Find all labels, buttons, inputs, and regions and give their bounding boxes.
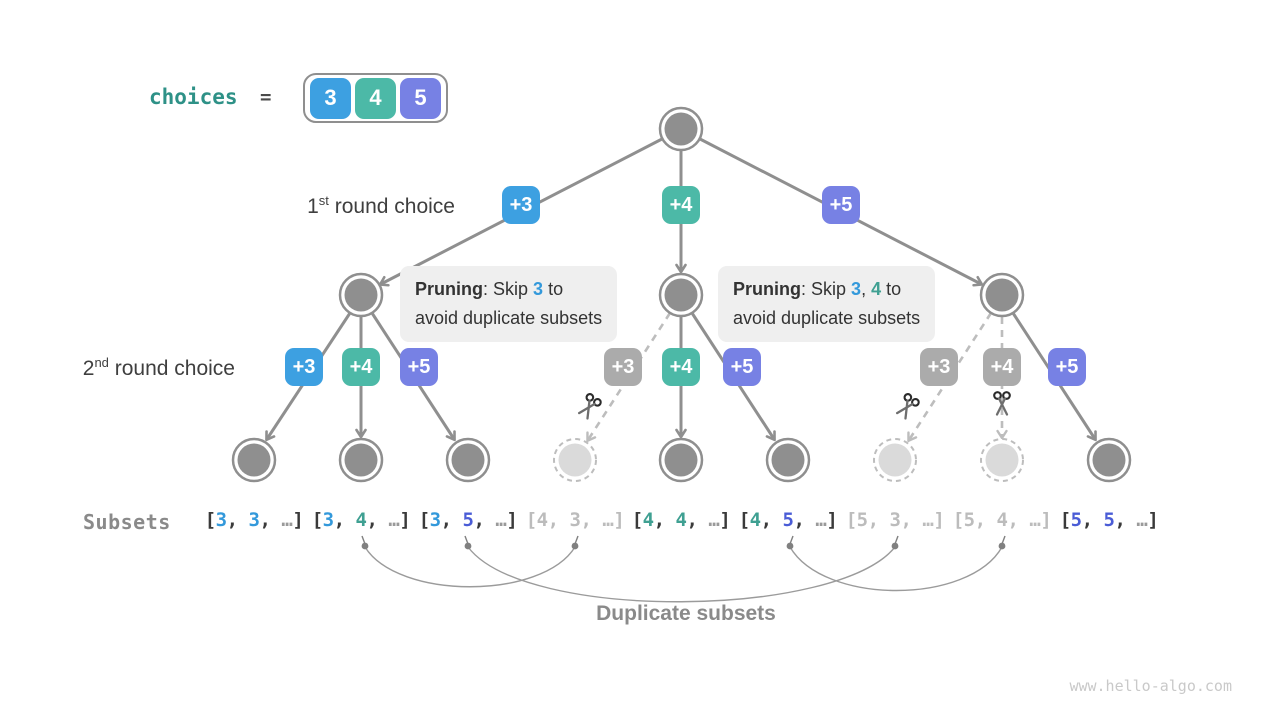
pruning-note-right: Pruning: Skip 3, 4 to avoid duplicate su… [718,266,936,342]
edge-badge-plus4: +4 [662,348,700,386]
edge-badge-plus3: +3 [502,186,540,224]
subset-4-4: [4, 4, …] [631,509,731,531]
subset-3-3: [3, 3, …] [204,509,304,531]
choices-array-box: 3 4 5 [303,73,448,123]
second-round-ordinal: nd [94,355,109,370]
edge-badge-plus5: +5 [723,348,761,386]
subset-3-4: [3, 4, …] [311,509,411,531]
skipped-number-3: 3 [533,279,544,299]
watermark-url: www.hello-algo.com [1069,677,1232,695]
edge-badge-plus5: +5 [400,348,438,386]
choice-chip-5: 5 [400,77,441,119]
subsets-heading: Subsets [83,510,171,534]
duplicate-subsets-caption: Duplicate subsets [596,602,776,625]
choice-chip-3: 3 [310,77,351,119]
scissors-icons [575,391,1011,422]
subset-5-4-pruned: [5, 4, …] [952,509,1052,531]
pruned-edges [586,312,1008,443]
pruning-note-line1: Pruning: Skip 3 to [415,279,564,299]
choice-chip-4: 4 [355,77,396,119]
choices-variable-label: choices [149,85,238,109]
skipped-number-4: 4 [871,279,882,299]
subset-5-5: [5, 5, …] [1059,509,1159,531]
subset-3-5: [3, 5, …] [418,509,518,531]
edge-badge-plus3-pruned: +3 [604,348,642,386]
edge-badge-plus5: +5 [1048,348,1086,386]
edge-badge-plus4-pruned: +4 [983,348,1021,386]
pruning-note-line2: avoid duplicate subsets [415,308,603,328]
edge-badge-plus5: +5 [822,186,860,224]
first-round-num: 1 [307,195,319,218]
pruning-title: Pruning [733,279,801,299]
equals-sign: = [260,86,272,108]
scissors-icon [575,391,604,422]
skipped-number-3: 3 [851,279,862,299]
second-round-text: round choice [108,357,235,380]
duplicate-links [364,546,1003,603]
pruning-title: Pruning [415,279,483,299]
edge-badge-plus4: +4 [662,186,700,224]
edge-badge-plus3-pruned: +3 [920,348,958,386]
pruning-note-line2: avoid duplicate subsets [733,308,921,328]
subset-4-3-pruned: [4, 3, …] [525,509,625,531]
second-round-num: 2 [82,357,95,380]
second-round-label: 2nd round choice [30,355,235,381]
subset-4-5: [4, 5, …] [738,509,838,531]
edge-badge-plus4: +4 [342,348,380,386]
edge-badge-plus3: +3 [285,348,323,386]
subset-5-3-pruned: [5, 3, …] [845,509,945,531]
first-round-text: round choice [328,195,455,218]
first-round-label: 1st round choice [190,193,455,219]
scissors-icon [893,391,922,422]
pruning-note-left: Pruning: Skip 3 to avoid duplicate subse… [400,266,618,342]
duplicate-link-dots [361,535,1006,550]
pruning-note-line1: Pruning: Skip 3, 4 to [733,279,902,299]
first-round-ordinal: st [318,193,329,208]
